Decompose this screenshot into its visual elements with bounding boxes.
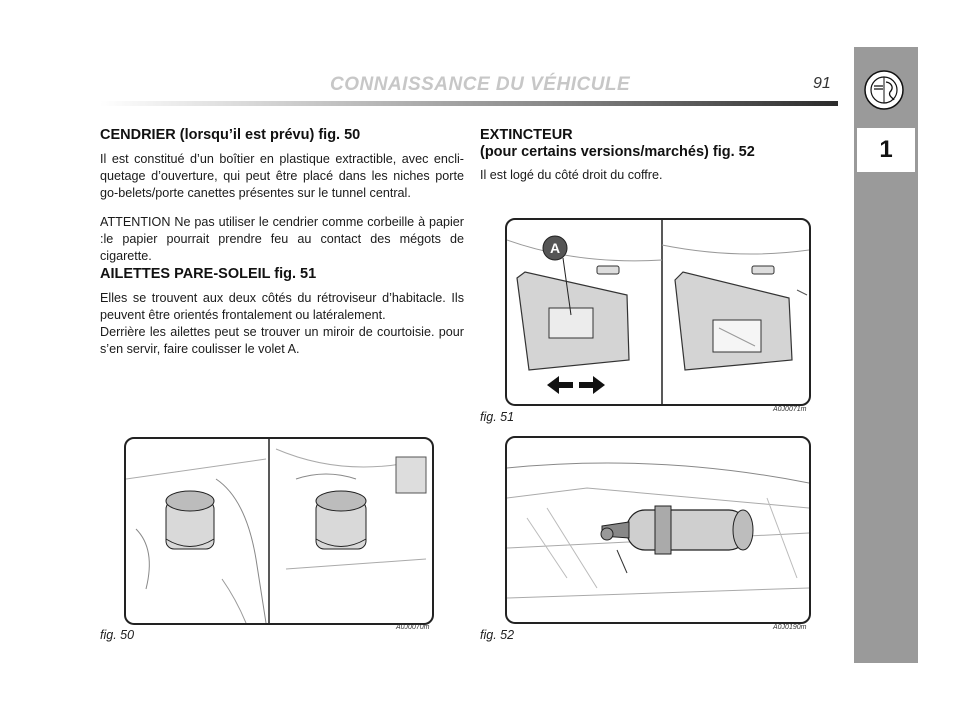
figure-51-caption: fig. 51 [480, 410, 515, 424]
figure-50-code: A0J0070m [396, 624, 430, 631]
section-title-cendrier: CENDRIER (lorsqu’il est prévu) fig. 50 [100, 127, 361, 143]
alfa-romeo-logo-icon [864, 70, 904, 110]
ailettes-body-2: Derrière les ailettes peut se trouver un… [100, 325, 464, 356]
section-title-ailettes: AILETTES PARE-SOLEIL fig. 51 [100, 266, 317, 282]
section-title-extincteur-1: EXTINCTEUR [480, 127, 573, 143]
page-header-title: CONNAISSANCE DU VÉHICULE [330, 74, 631, 95]
figure-50-ashtray [124, 437, 434, 625]
header-rule [100, 101, 838, 106]
figure-50-caption: fig. 50 [100, 628, 135, 642]
label-a: A [550, 240, 560, 256]
figure-52-extinguisher [505, 436, 811, 624]
cendrier-attention: ATTENTION Ne pas utiliser le cendrier co… [100, 215, 464, 263]
section-title-extincteur-2: (pour certains versions/marchés) fig. 52 [480, 144, 755, 160]
figure-51-sun-visors: A [505, 218, 811, 406]
cendrier-body: Il est constitué d’un boîtier en plastiq… [100, 152, 464, 200]
figure-52-caption: fig. 52 [480, 628, 515, 642]
chapter-number: 1 [857, 128, 915, 172]
extincteur-body: Il est logé du côté droit du coffre. [480, 168, 663, 182]
figure-52-code: A0J0190m [773, 624, 807, 631]
ailettes-body-1: Elles se trouvent aux deux côtés du rétr… [100, 291, 464, 322]
page-number: 91 [813, 75, 831, 92]
figure-51-code: A0J0071m [773, 406, 807, 413]
